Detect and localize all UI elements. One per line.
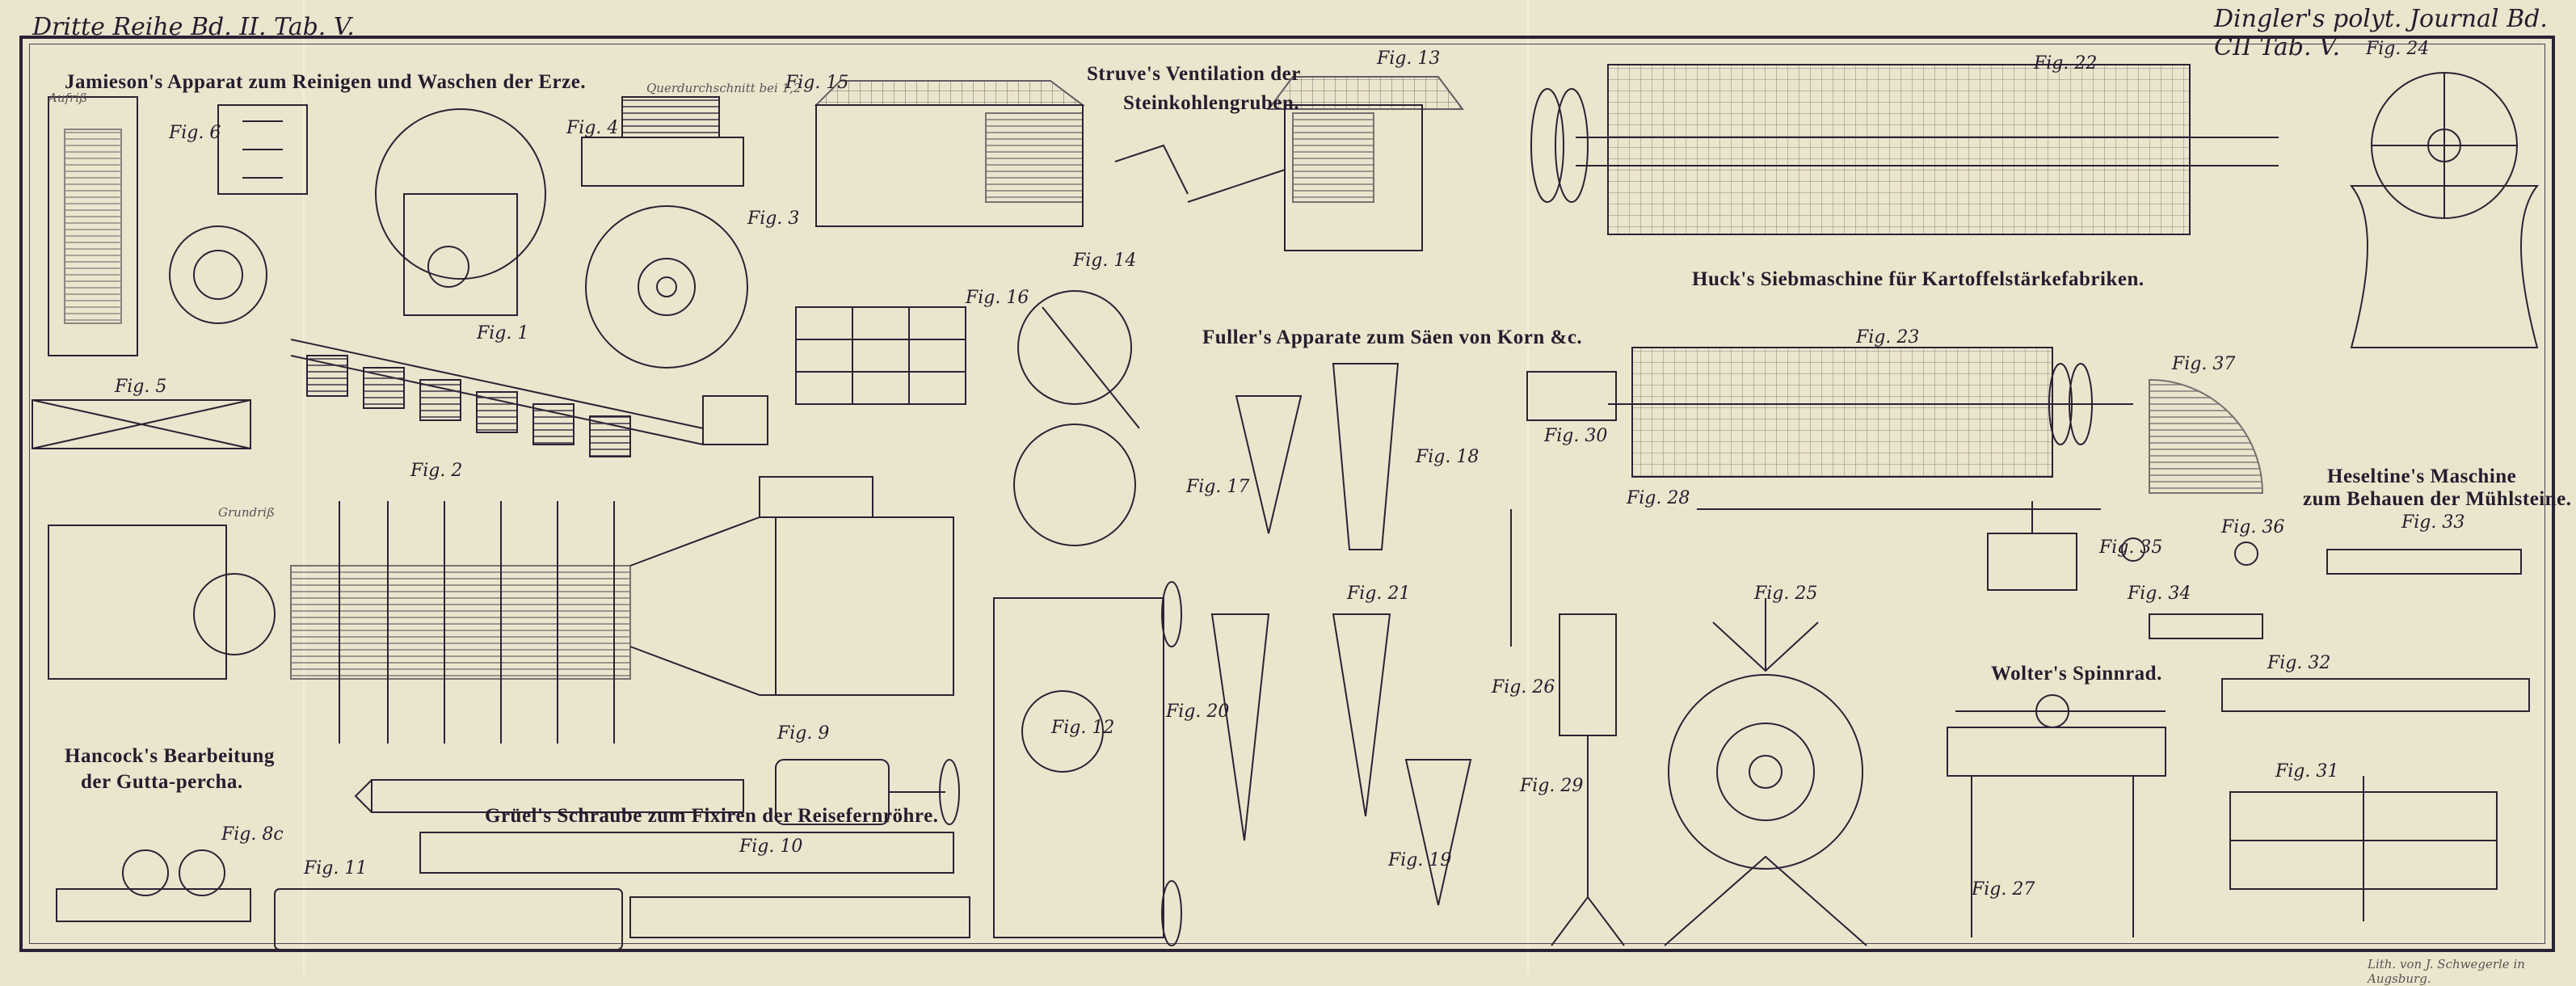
- fig-label: Fig. 36: [2221, 517, 2285, 537]
- fig2-plan: [48, 501, 954, 744]
- spinning-wheels: [1510, 509, 2166, 946]
- lithographer-imprint: Lith. von J. Schwegerle in Augsburg.: [2368, 957, 2525, 986]
- fig-label: Fig. 31: [2275, 761, 2339, 782]
- title-hancock-line2: der Gutta-percha.: [81, 771, 243, 793]
- fuller-seed-apparatus: [993, 290, 1472, 938]
- fig-label: Fig. 8c: [221, 824, 284, 845]
- fig-label: Fig. 23: [1856, 327, 1920, 348]
- fig24-wheel-machine: [2349, 72, 2540, 348]
- fig-label: Fig. 32: [2267, 653, 2331, 673]
- caption-aufriss: Aufriß: [48, 91, 88, 105]
- fig-label: Fig. 14: [1073, 251, 1137, 271]
- fig-label: Fig. 16: [966, 288, 1029, 308]
- fig-label: Fig. 17: [1186, 477, 1250, 497]
- fig-label: Fig. 13: [1377, 48, 1441, 69]
- fig-label: Fig. 35: [2099, 537, 2163, 558]
- huck-sieve-machine: [1526, 64, 2279, 591]
- struve-ventilation: [795, 76, 1464, 405]
- title-heseltine-line2: zum Behauen der Mühlsteine.: [2303, 488, 2572, 510]
- fig-label: Fig. 37: [2172, 354, 2236, 374]
- fig-label: Fig. 12: [1051, 718, 1115, 738]
- fig-label: Fig. 20: [1166, 702, 1230, 722]
- fig-label: Fig. 33: [2401, 512, 2465, 533]
- fig-label: Fig. 4: [566, 118, 619, 138]
- fig-label: Fig. 24: [2366, 39, 2430, 59]
- fig-label: Fig. 29: [1520, 776, 1584, 796]
- hancock-gutta-percha: [56, 849, 251, 922]
- journal-header: Dingler's polyt. Journal Bd. CII Tab. V.: [2214, 5, 2548, 61]
- title-hancock-line1: Hancock's Bearbeitung: [65, 745, 275, 767]
- title-struve-line1: Struve's Ventilation der: [1087, 63, 1301, 85]
- fig-label: Fig. 19: [1388, 850, 1452, 870]
- heseltine-machine: [2121, 537, 2530, 921]
- plate-frame-inner: [29, 44, 2545, 944]
- fig-label: Fig. 26: [1492, 677, 1555, 697]
- title-struve-line2: Steinkohlengruben.: [1123, 92, 1300, 114]
- fig-label: Fig. 11: [304, 858, 368, 879]
- jamieson-apparatus: [32, 96, 873, 518]
- fig-label: Fig. 21: [1347, 584, 1411, 604]
- title-gruel: Grüel's Schraube zum Fixiren der Reisefe…: [485, 805, 939, 827]
- title-huck: Huck's Siebmaschine für Kartoffelstärkef…: [1692, 268, 2145, 290]
- fig-label: Fig. 22: [2034, 53, 2098, 74]
- title-wolter: Wolter's Spinnrad.: [1991, 663, 2162, 685]
- fig-label: Fig. 25: [1754, 584, 1818, 604]
- fig-label: Fig. 9: [777, 723, 830, 744]
- fold-line: [303, 0, 305, 975]
- plate-frame: [19, 36, 2555, 952]
- fig-label: Fig. 3: [747, 209, 800, 229]
- title-fuller: Fuller's Apparate zum Säen von Korn &c.: [1202, 327, 1583, 348]
- fig-label: Fig. 10: [739, 836, 803, 857]
- fig-label: Fig. 6: [169, 123, 221, 143]
- gruel-screw: [274, 581, 1182, 950]
- caption-grundriss: Grundriß: [218, 505, 276, 520]
- fig37-sector: [2149, 378, 2264, 494]
- title-heseltine-line1: Heseltine's Maschine: [2327, 466, 2517, 487]
- fig-label: Fig. 34: [2128, 584, 2191, 604]
- fig-label: Fig. 30: [1544, 426, 1608, 446]
- fig-label: Fig. 27: [1972, 879, 2035, 900]
- title-jamieson: Jamieson's Apparat zum Reinigen und Wasc…: [65, 71, 587, 93]
- fig-label: Fig. 28: [1627, 488, 1690, 508]
- caption-querdurchschnitt: Querdurchschnitt bei 1,2: [646, 81, 802, 95]
- fold-line: [1527, 0, 1529, 975]
- fig-label: Fig. 2: [410, 461, 463, 481]
- fig-label: Fig. 15: [785, 73, 849, 93]
- fig-label: Fig. 5: [115, 377, 167, 397]
- fig-label: Fig. 1: [477, 323, 529, 343]
- fig-label: Fig. 18: [1416, 447, 1480, 467]
